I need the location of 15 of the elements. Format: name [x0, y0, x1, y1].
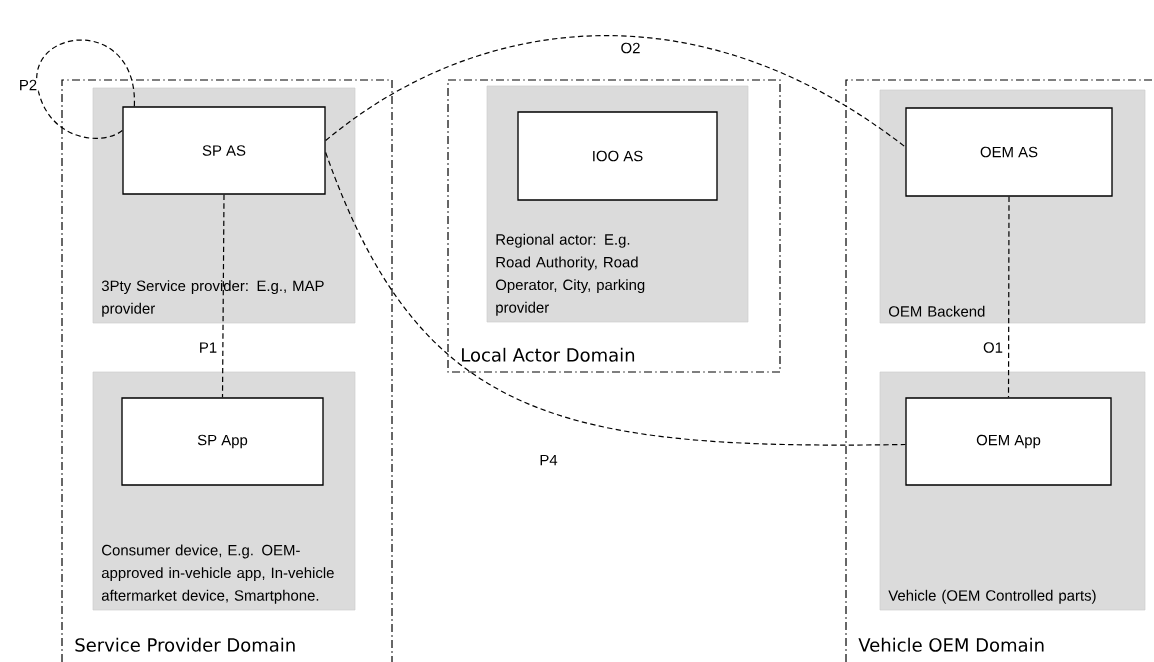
connector-line — [36, 39, 135, 139]
connector-line — [221, 194, 225, 398]
edge-label: O1 — [981, 340, 1005, 355]
connector-line — [325, 151, 906, 446]
edge-label: P1 — [197, 341, 219, 354]
connector-line — [325, 35, 906, 148]
edge-label: O2 — [619, 41, 642, 55]
process-box: OEM AS — [905, 107, 1113, 197]
process-box: OEM App — [905, 397, 1112, 486]
process-box: IOO AS — [517, 111, 718, 201]
connector-line — [1007, 196, 1010, 398]
edge-label: P4 — [538, 453, 559, 467]
process-box: SP AS — [122, 106, 326, 195]
edge-label: P2 — [17, 78, 39, 92]
process-box: SP App — [121, 397, 324, 486]
